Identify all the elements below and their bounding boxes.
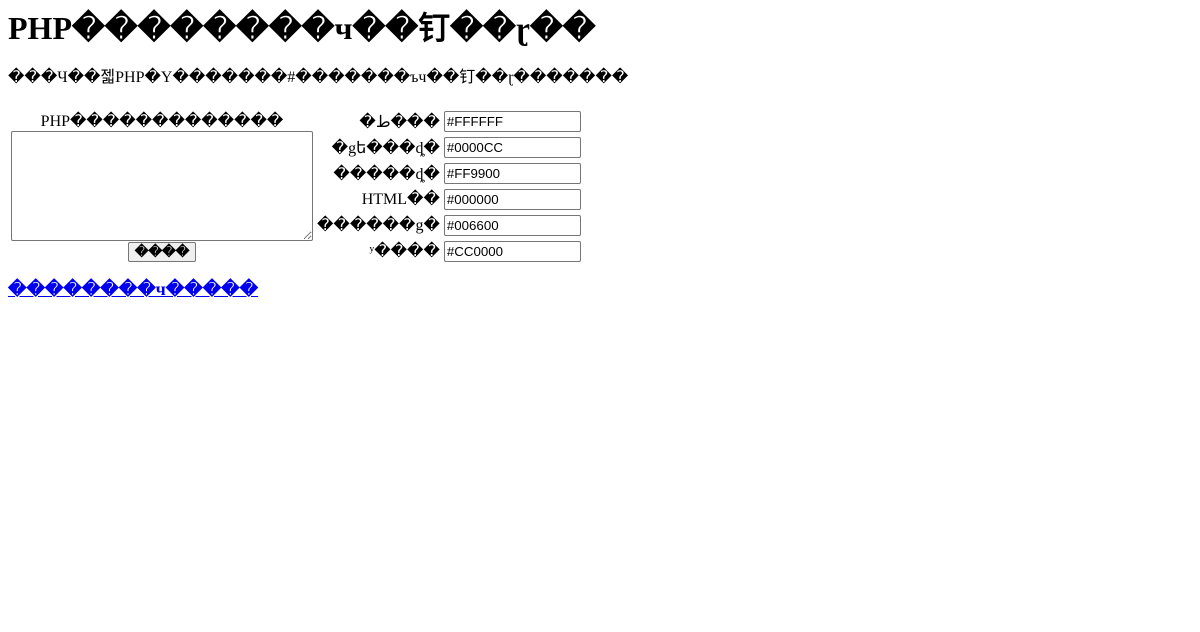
submit-button[interactable]: ���� xyxy=(127,242,197,262)
form-table: PHP������������� ���� �ط��� �gե���ȡ� ���… xyxy=(8,108,584,265)
color-input-html[interactable] xyxy=(443,188,581,210)
textarea-label: PHP������������� xyxy=(40,113,284,130)
color-input-keyword[interactable] xyxy=(443,163,581,185)
source-cell: PHP������������� ���� xyxy=(10,110,314,263)
color-input-background[interactable] xyxy=(443,111,581,133)
source-link[interactable]: ��������ч����� xyxy=(8,279,259,299)
field-label-background: �ط��� xyxy=(359,113,440,131)
field-label-html: HTML�� xyxy=(361,191,440,209)
color-input-comment[interactable] xyxy=(443,214,581,236)
color-input-default[interactable] xyxy=(443,137,581,159)
page-title: PHP��������ч��钉��ɽ�� xyxy=(8,10,596,46)
field-label-string: ʸ���� xyxy=(369,243,440,261)
color-input-string[interactable] xyxy=(443,240,581,262)
field-label-default: �gե���ȡ� xyxy=(331,139,440,157)
intro-text: ���Ч��젧PHP�Y�������#�������ъч��钉��ɽ�����… xyxy=(8,69,629,86)
highlight-form: PHP������������� ���� �ط��� �gե���ȡ� ���… xyxy=(8,108,1192,265)
field-label-keyword: �����ȡ� xyxy=(333,165,440,183)
field-label-comment: ������g� xyxy=(317,217,440,235)
source-code-textarea[interactable] xyxy=(11,131,313,241)
